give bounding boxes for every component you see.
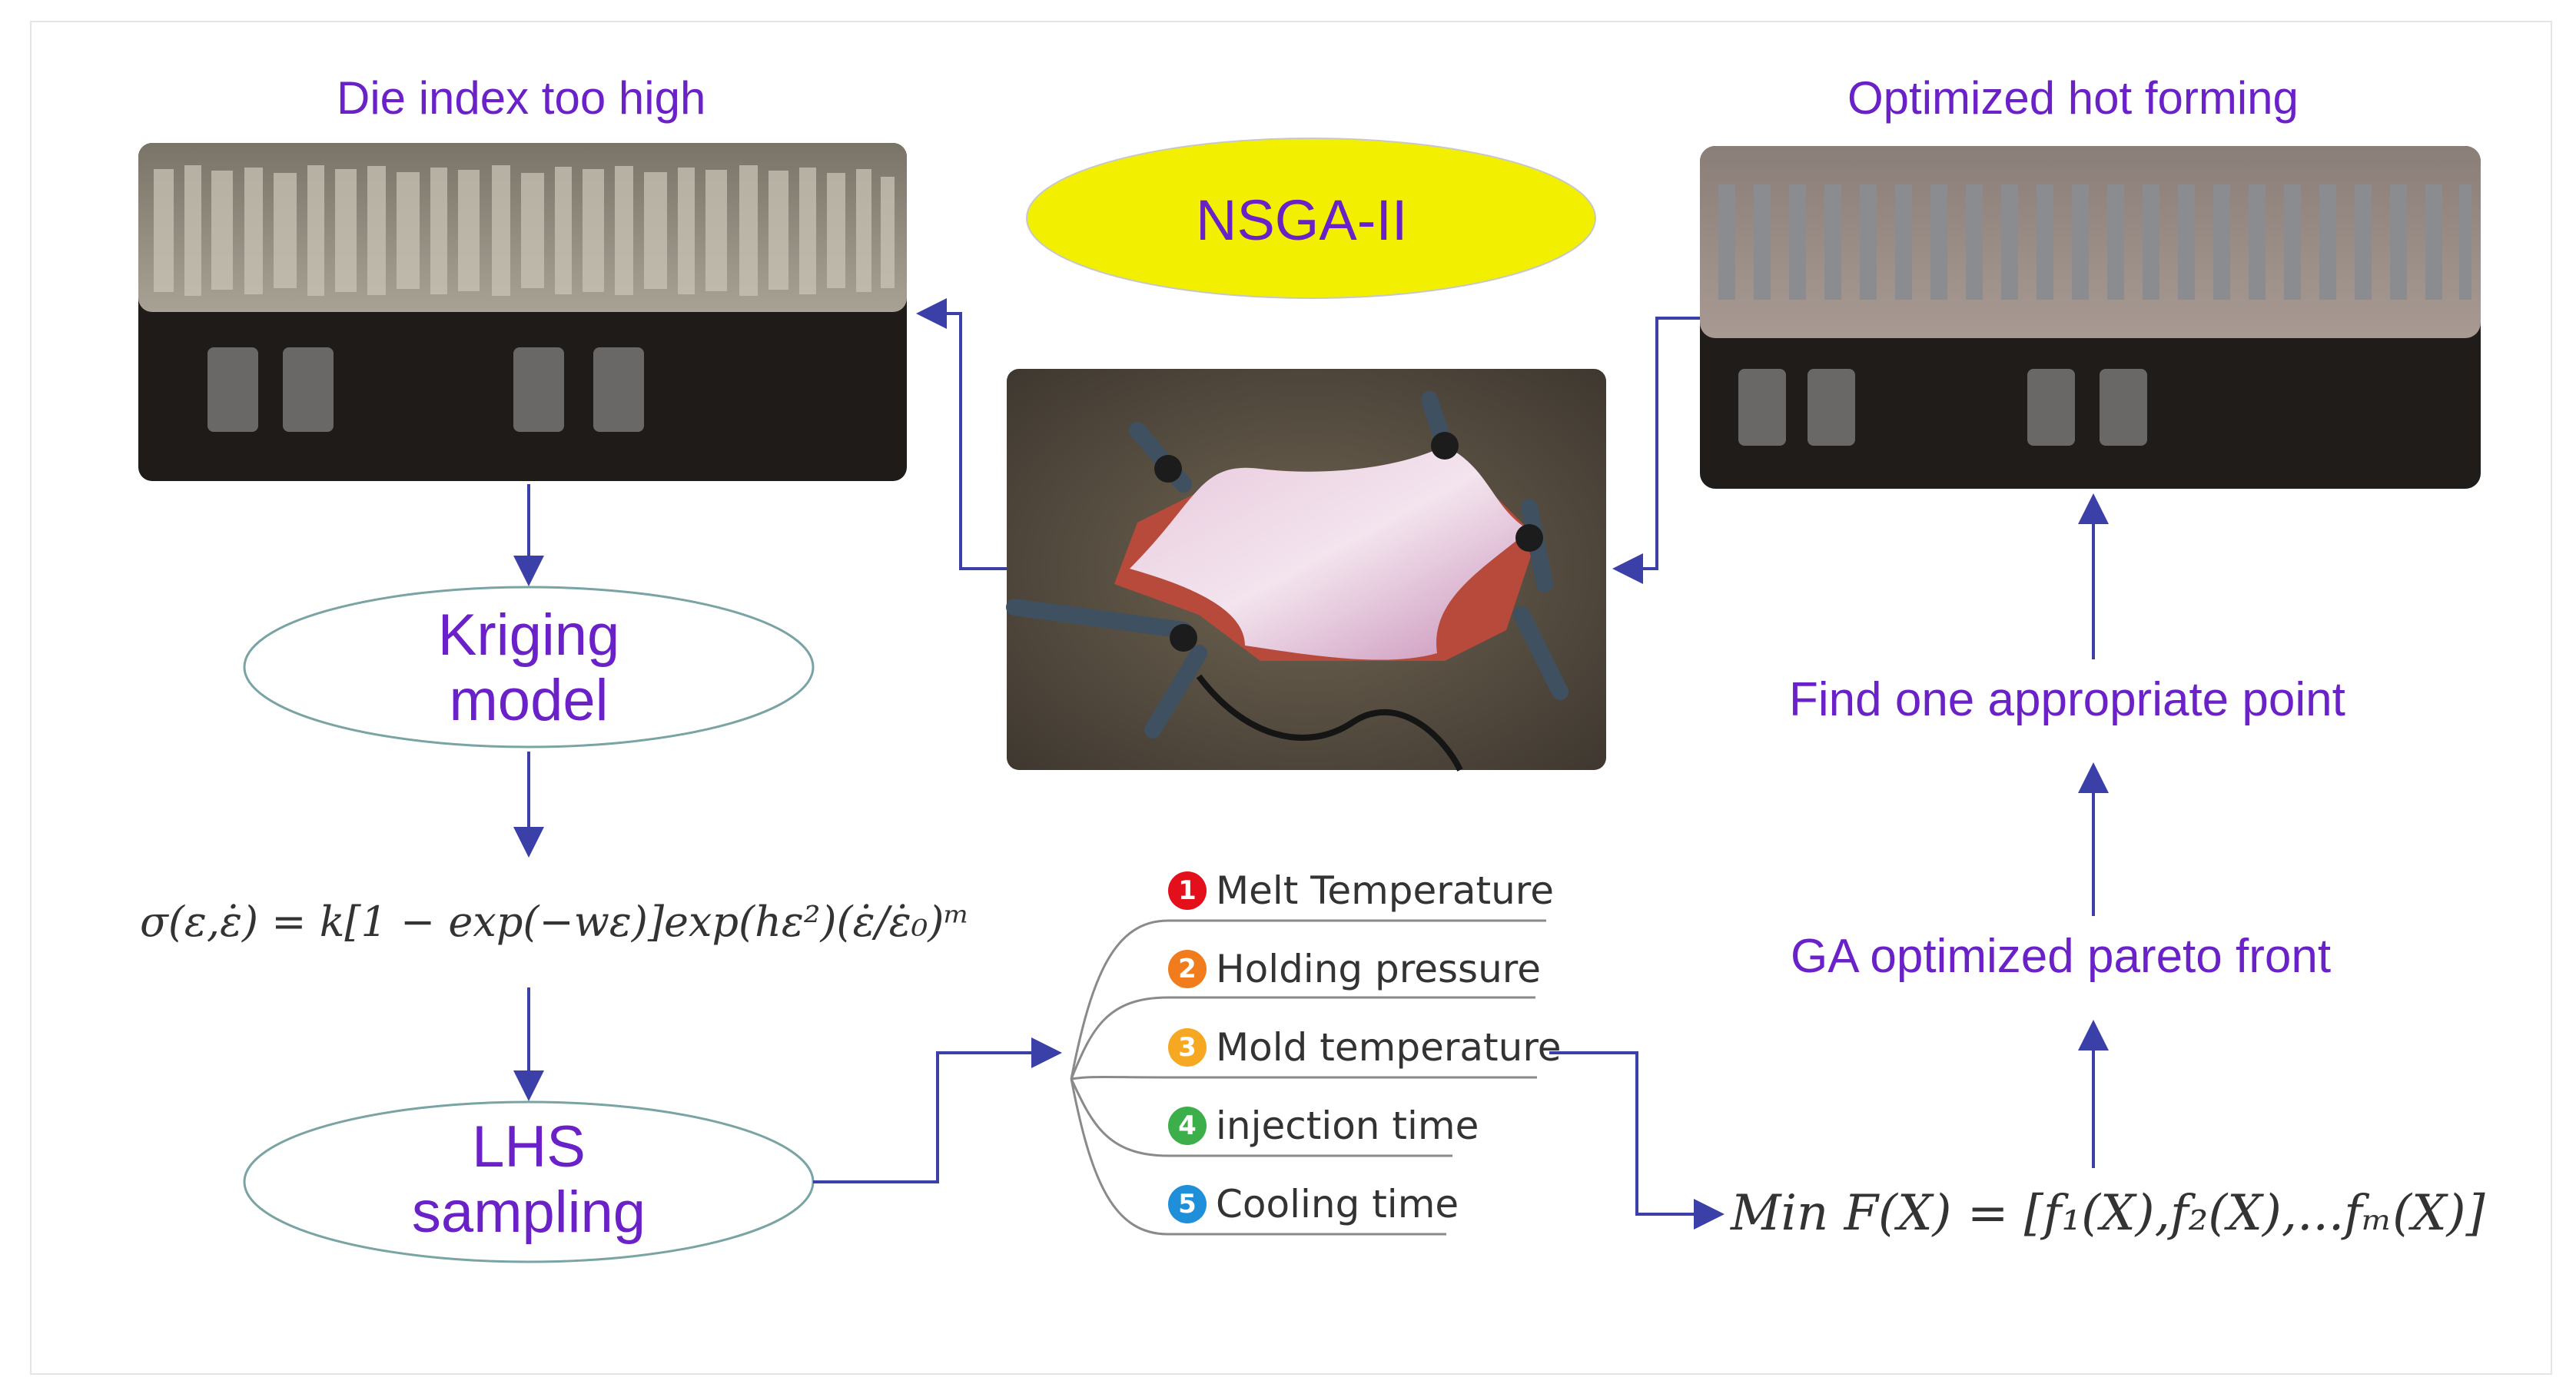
parameter-number-badge: 5 — [1168, 1185, 1207, 1223]
nsga-label: NSGA-II — [1196, 188, 1408, 252]
parameter-number-badge: 3 — [1168, 1028, 1207, 1067]
lhs-label: LHS sampling — [375, 1114, 682, 1245]
optimized-image — [1700, 146, 2481, 489]
lhs-line-1: LHS — [472, 1114, 586, 1180]
parameter-label: Mold temperature — [1216, 1025, 1562, 1070]
ga-front-label: GA optimized pareto front — [1791, 930, 2332, 983]
die-index-image — [138, 143, 907, 481]
kriging-label: Kriging model — [375, 602, 682, 733]
parameter-number-badge: 2 — [1168, 950, 1207, 988]
parameter-number-badge: 4 — [1168, 1107, 1207, 1145]
kriging-line-1: Kriging — [437, 602, 620, 668]
arrow-optimized-to-drone — [1612, 317, 1700, 584]
parameter-label: injection time — [1216, 1104, 1479, 1148]
material-model-formula: σ(ε,ε̇) = k[1 − exp(−wε)]exp(hε²)(ε̇/ε̇₀… — [140, 898, 970, 946]
lhs-line-2: sampling — [411, 1180, 646, 1246]
find-point-label: Find one appropriate point — [1789, 673, 2345, 726]
optimized-label: Optimized hot forming — [1847, 72, 2299, 124]
parameter-label: Cooling time — [1216, 1182, 1459, 1226]
kriging-line-2: model — [449, 668, 609, 734]
parameter-label: Melt Temperature — [1216, 868, 1555, 913]
nsga-ellipse — [1026, 138, 1596, 299]
objective-formula: Min F(X) = [f₁(X),f₂(X),...fₘ(X)] — [1731, 1185, 2485, 1242]
arrow-drone-to-die — [916, 298, 1007, 570]
parameter-tree — [1070, 919, 1546, 1236]
figure-border — [30, 21, 2552, 1375]
parameter-label: Holding pressure — [1216, 947, 1541, 991]
drone-image — [1006, 369, 1606, 772]
arrow-lhs-to-params — [813, 1037, 1062, 1183]
kriging-ellipse — [243, 586, 815, 748]
die-index-label: Die index too high — [337, 72, 706, 124]
parameter-number-badge: 1 — [1168, 871, 1207, 910]
arrow-params-to-objective — [1549, 1051, 1725, 1230]
